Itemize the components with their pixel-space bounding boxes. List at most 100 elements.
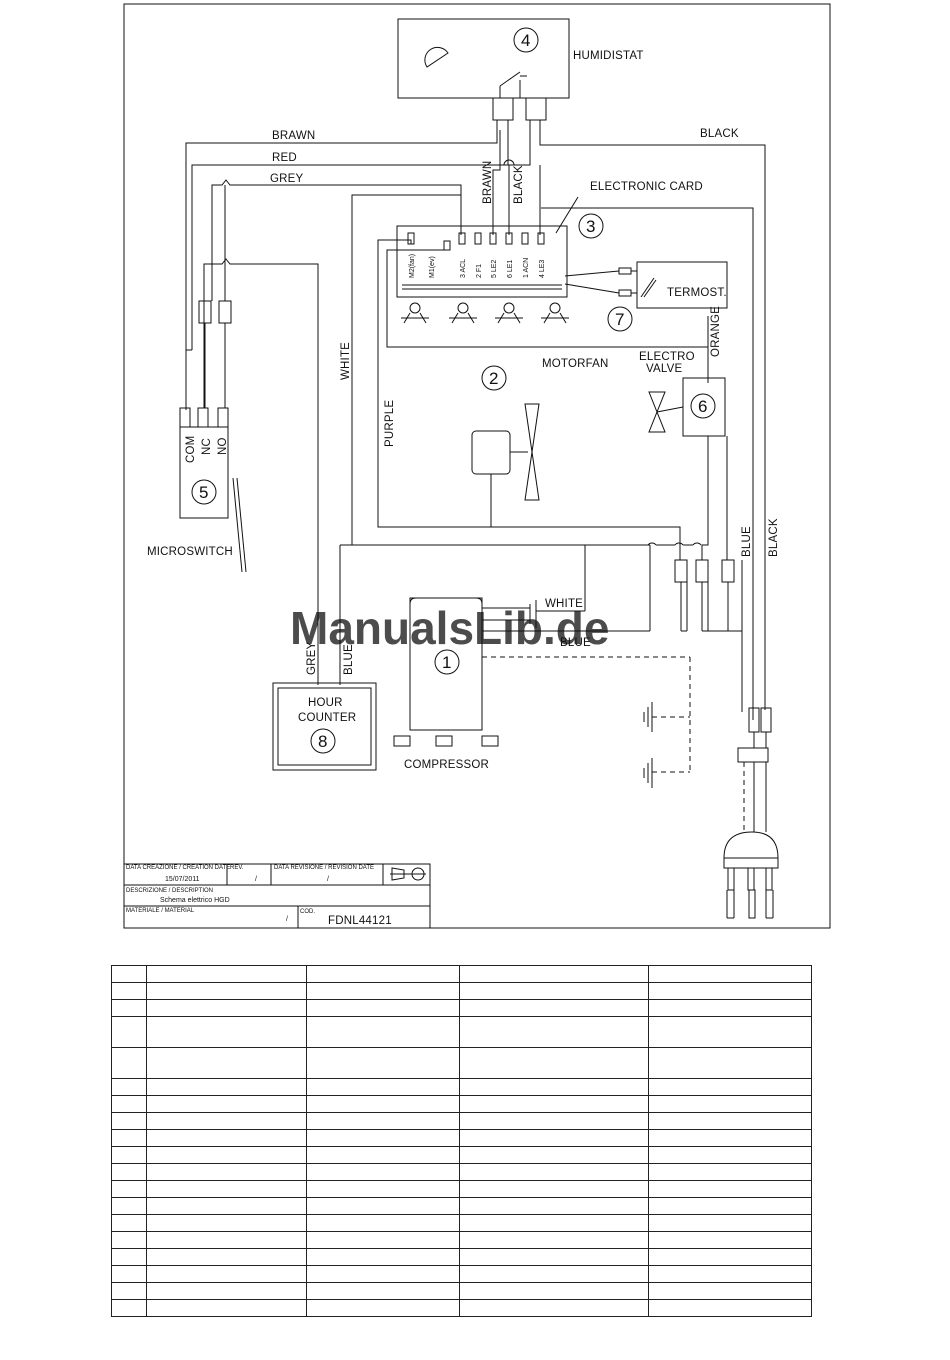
title-description: Schema elettrico HGD (160, 897, 230, 904)
table-cell (146, 1047, 307, 1079)
wire-label-brawn: BRAWN (272, 130, 315, 142)
title-code: FDNL44121 (328, 915, 392, 927)
table-cell (459, 1146, 649, 1164)
title-description-label: DESCRIZIONE / DESCRIPTION (126, 888, 213, 894)
wire-label-white-comp: WHITE (545, 598, 583, 610)
table-cell (459, 1095, 649, 1113)
table-row (111, 1095, 812, 1113)
title-rev-label: REV. (230, 865, 244, 871)
drawing-frame (123, 3, 831, 929)
terminal-3acl: 3 ACL (460, 259, 467, 278)
wire-label-orange: ORANGE (710, 306, 722, 357)
table-row (111, 1180, 812, 1198)
table-cell (459, 999, 649, 1017)
table-cell (111, 965, 147, 983)
table-cell (306, 1299, 460, 1317)
table-row (111, 1299, 812, 1317)
wire-label-brawn-vertical: BRAWN (482, 161, 494, 204)
table-cell (306, 1214, 460, 1232)
table-cell (146, 1248, 307, 1266)
table-row (111, 1214, 812, 1232)
table-row (111, 1078, 812, 1096)
table-cell (306, 982, 460, 1000)
microswitch-label: MICROSWITCH (147, 546, 233, 558)
earth-symbols (643, 702, 690, 788)
table-cell (111, 1214, 147, 1232)
electrovalve (648, 316, 728, 560)
termostat-label: TERMOST. (667, 287, 727, 299)
table-row (111, 1231, 812, 1249)
wire-label-black-vertical: BLACK (513, 165, 525, 204)
terminal-m2: M2(fan) (409, 254, 416, 278)
table-row (111, 1282, 812, 1300)
watermark: ManualsLib.de (290, 602, 609, 654)
table-cell (146, 1163, 307, 1181)
table-row (111, 1112, 812, 1130)
table-cell (111, 1016, 147, 1048)
compressor (393, 545, 691, 772)
humidistat (397, 18, 570, 121)
table-cell (146, 1231, 307, 1249)
termostat-number: 7 (615, 310, 624, 329)
table-cell (306, 1180, 460, 1198)
terminal-2f1: 2 F1 (476, 264, 483, 278)
title-creation-date: 15/07/2011 (165, 876, 200, 883)
table-cell (648, 1197, 812, 1215)
parts-table-body (111, 965, 812, 1317)
parts-table (111, 965, 812, 1317)
title-revision-value: / (327, 876, 329, 883)
table-row (111, 1197, 812, 1215)
table-cell (111, 999, 147, 1017)
microswitch (179, 185, 319, 685)
table-row (111, 999, 812, 1017)
table-cell (459, 1231, 649, 1249)
table-row (111, 1163, 812, 1181)
table-cell (648, 999, 812, 1017)
electrovalve-label-1: ELECTRO (639, 351, 695, 363)
motorfan-label: MOTORFAN (542, 358, 609, 370)
table-cell (459, 1214, 649, 1232)
terminal-6le1: 6 LE1 (507, 260, 514, 278)
motorfan-number: 2 (489, 369, 498, 388)
hour-counter-number: 8 (318, 732, 327, 751)
wire-label-grey: GREY (270, 173, 304, 185)
table-cell (648, 965, 812, 983)
card-label: ELECTRONIC CARD (590, 181, 703, 193)
table-cell (306, 1265, 460, 1283)
table-cell (306, 1129, 460, 1147)
table-cell (648, 1078, 812, 1096)
table-cell (306, 1078, 460, 1096)
table-cell (648, 1163, 812, 1181)
table-cell (111, 1299, 147, 1317)
table-cell (146, 1282, 307, 1300)
table-cell (459, 982, 649, 1000)
table-cell (111, 1129, 147, 1147)
table-cell (306, 1146, 460, 1164)
table-cell (111, 1146, 147, 1164)
microswitch-pin-com: COM (185, 436, 197, 463)
table-row (111, 1129, 812, 1147)
table-cell (306, 999, 460, 1017)
table-cell (146, 982, 307, 1000)
wire-label-purple: PURPLE (384, 400, 396, 447)
compressor-number: 1 (442, 653, 451, 672)
table-cell (648, 1214, 812, 1232)
table-cell (146, 1016, 307, 1048)
table-row (111, 1016, 812, 1048)
table-cell (459, 1112, 649, 1130)
table-cell (146, 1146, 307, 1164)
table-cell (306, 1248, 460, 1266)
table-cell (459, 1129, 649, 1147)
table-cell (648, 1299, 812, 1317)
table-cell (459, 1265, 649, 1283)
humidistat-number: 4 (521, 31, 530, 50)
table-cell (111, 1248, 147, 1266)
table-cell (146, 1265, 307, 1283)
table-cell (146, 1095, 307, 1113)
table-cell (111, 1112, 147, 1130)
table-cell (146, 965, 307, 983)
table-cell (459, 1016, 649, 1048)
table-cell (111, 1197, 147, 1215)
table-cell (648, 1095, 812, 1113)
table-cell (111, 1180, 147, 1198)
